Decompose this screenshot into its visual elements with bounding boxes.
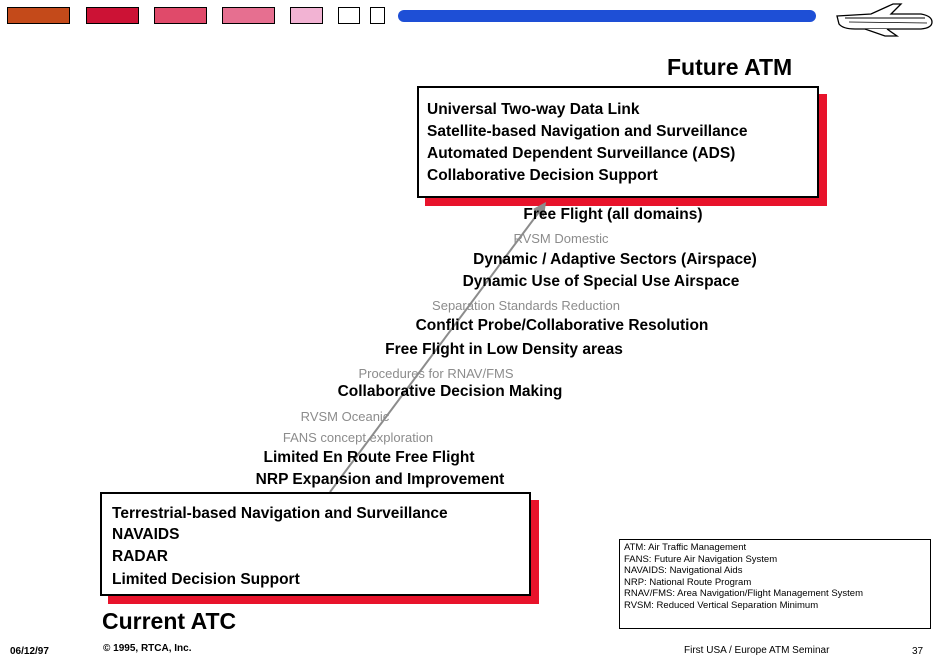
- milestone-step: Dynamic / Adaptive Sectors (Airspace): [473, 251, 757, 268]
- milestone-step: Procedures for RNAV/FMS: [358, 366, 514, 381]
- milestone-step: RVSM Oceanic: [300, 409, 390, 424]
- header-block: [338, 7, 360, 24]
- future-item: Collaborative Decision Support: [427, 167, 658, 184]
- abbreviation-legend: ATM: Air Traffic Management FANS: Future…: [619, 539, 931, 629]
- milestone-step: Limited En Route Free Flight: [263, 449, 475, 466]
- current-item: Limited Decision Support: [112, 571, 300, 588]
- future-item: Universal Two-way Data Link: [427, 101, 640, 118]
- future-item: Automated Dependent Surveillance (ADS): [427, 145, 736, 162]
- current-item: Terrestrial-based Navigation and Surveil…: [112, 505, 448, 522]
- milestone-step: FANS concept exploration: [282, 430, 434, 445]
- legend-entry: ATM: Air Traffic Management: [624, 542, 747, 553]
- future-atm-title: Future ATM: [667, 54, 793, 80]
- airplane-icon: [836, 3, 933, 37]
- legend-entry: RNAV/FMS: Area Navigation/Flight Managem…: [624, 588, 864, 599]
- page-number: 37: [912, 646, 924, 657]
- milestone-step: Dynamic Use of Special Use Airspace: [462, 273, 740, 290]
- milestone-step: NRP Expansion and Improvement: [255, 471, 505, 488]
- milestone-step: RVSM Domestic: [513, 231, 609, 246]
- header-rule: [398, 10, 816, 22]
- milestone-step: Free Flight in Low Density areas: [385, 341, 623, 358]
- legend-entry: NAVAIDS: Navigational Aids: [624, 565, 743, 576]
- footer-copyright: © 1995, RTCA, Inc.: [103, 643, 192, 654]
- current-item: NAVAIDS: [112, 526, 180, 543]
- milestone-step: Conflict Probe/Collaborative Resolution: [415, 317, 709, 334]
- header-block: [222, 7, 275, 24]
- header-block: [86, 7, 139, 24]
- legend-entry: NRP: National Route Program: [624, 576, 752, 588]
- milestone-step: Free Flight (all domains): [523, 206, 703, 223]
- header-block: [7, 7, 70, 24]
- legend-entry: RVSM: Reduced Vertical Separation Minimu…: [624, 599, 819, 611]
- milestone-step: Separation Standards Reduction: [432, 298, 620, 313]
- future-atm-box: Universal Two-way Data Link Satellite-ba…: [417, 86, 819, 198]
- milestone-step: Collaborative Decision Making: [337, 383, 563, 400]
- footer-date: 06/12/97: [10, 646, 49, 657]
- footer-event: First USA / Europe ATM Seminar: [684, 645, 830, 656]
- current-atc-title: Current ATC: [102, 608, 237, 634]
- legend-entry: FANS: Future Air Navigation System: [624, 553, 778, 565]
- future-item: Satellite-based Navigation and Surveilla…: [427, 123, 748, 140]
- current-item: RADAR: [112, 548, 168, 565]
- header-block: [290, 7, 323, 24]
- current-atc-box: Terrestrial-based Navigation and Surveil…: [100, 492, 531, 596]
- header-block: [154, 7, 207, 24]
- header-block: [370, 7, 385, 24]
